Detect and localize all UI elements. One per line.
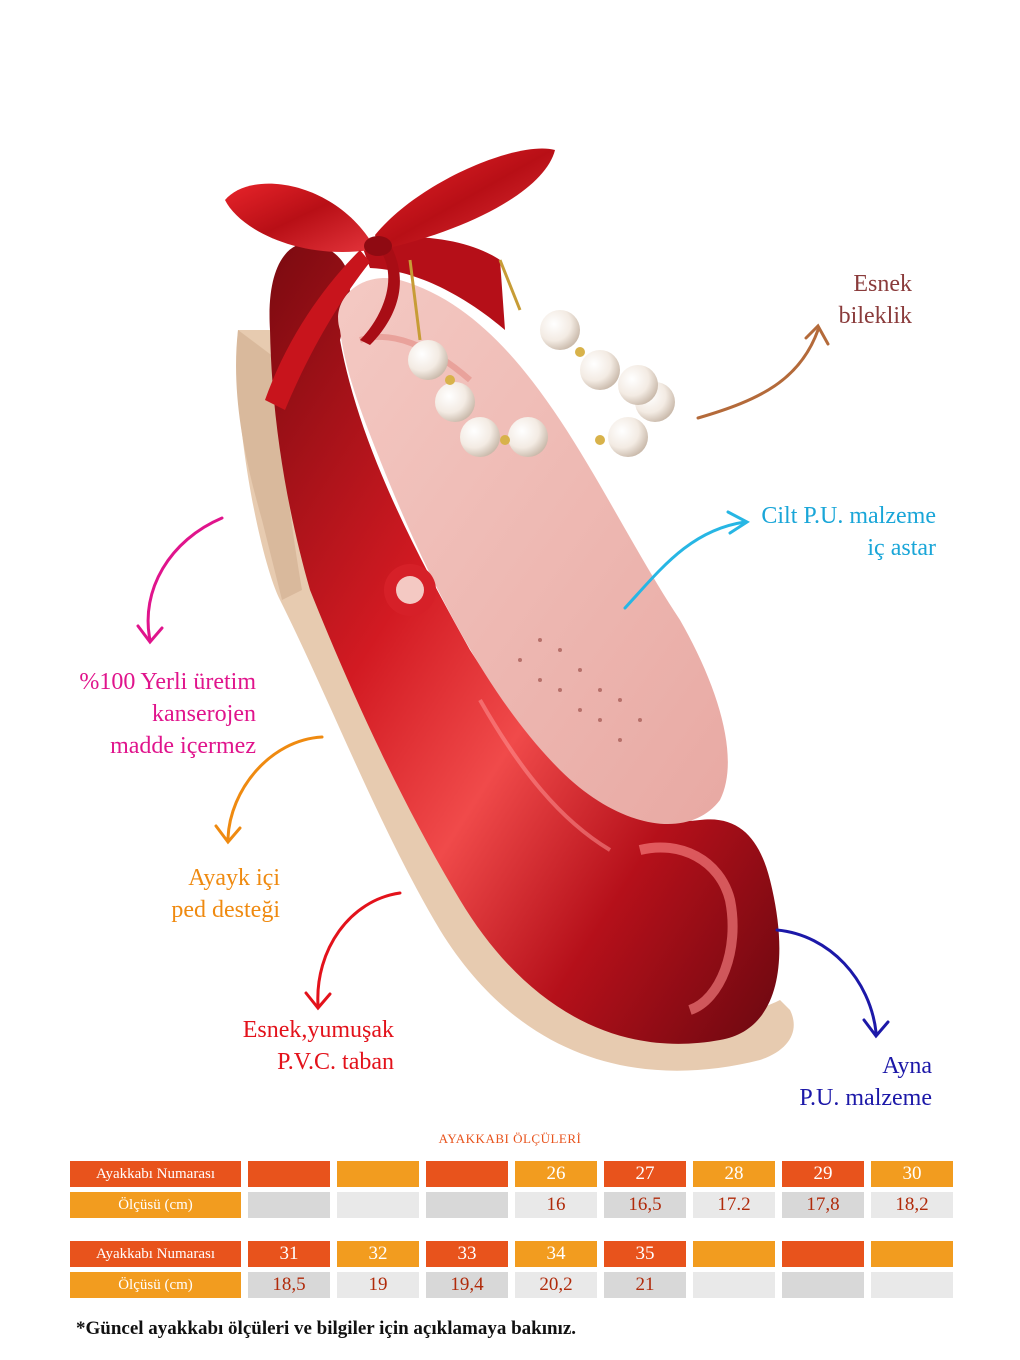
size-number-cell: 26 bbox=[515, 1161, 597, 1187]
size-number-cell: 29 bbox=[782, 1161, 864, 1187]
size-number-cell bbox=[248, 1161, 330, 1187]
callout-domestic: %100 Yerli üretim kanserojen madde içerm… bbox=[20, 666, 256, 762]
size-cm-cell bbox=[426, 1192, 508, 1218]
callout-sole: Esnek,yumuşak P.V.C. taban bbox=[180, 1014, 394, 1078]
arrow-mirror bbox=[775, 928, 878, 1034]
callout-sole-line1: Esnek,yumuşak bbox=[242, 1017, 394, 1043]
callout-insole: Ayayk içi ped desteği bbox=[100, 862, 280, 926]
size-cm-cell: 16 bbox=[515, 1192, 597, 1218]
size-number-cell bbox=[337, 1161, 419, 1187]
arrow-domestic bbox=[146, 516, 224, 642]
shoe-sole bbox=[237, 330, 794, 1071]
shoe-heel bbox=[236, 330, 302, 600]
callout-insole-line2: ped desteği bbox=[171, 897, 280, 923]
size-cm-cell bbox=[248, 1192, 330, 1218]
shoe-illustration bbox=[136, 148, 890, 1071]
size-number-cell: 30 bbox=[871, 1161, 953, 1187]
callout-bracelet-line1: Esnek bbox=[853, 271, 912, 297]
callout-domestic-line3: madde içermez bbox=[110, 733, 256, 759]
size-row-cm-2: Ölçüsü (cm) 18,5 19 19,4 20,2 21 bbox=[70, 1272, 953, 1298]
callout-lining-line2: iç astar bbox=[867, 535, 936, 561]
callout-lining: Cilt P.U. malzeme iç astar bbox=[720, 500, 936, 564]
arrow-lining bbox=[623, 520, 747, 610]
size-number-cell bbox=[426, 1161, 508, 1187]
size-number-cell: 33 bbox=[426, 1241, 508, 1267]
row-header-number: Ayakkabı Numarası bbox=[70, 1161, 241, 1187]
size-cm-cell: 19 bbox=[337, 1272, 419, 1298]
size-number-cell: 34 bbox=[515, 1241, 597, 1267]
size-number-cell bbox=[782, 1241, 864, 1267]
arrow-bracelet bbox=[696, 328, 820, 420]
callout-bracelet: Esnek bileklik bbox=[760, 268, 912, 332]
pearl-bracelet bbox=[408, 259, 675, 457]
row-header-size: Ölçüsü (cm) bbox=[70, 1192, 241, 1218]
size-cm-cell: 18,5 bbox=[248, 1272, 330, 1298]
size-cm-cell: 18,2 bbox=[871, 1192, 953, 1218]
size-cm-cell: 17.2 bbox=[693, 1192, 775, 1218]
callout-mirror: Ayna P.U. malzeme bbox=[760, 1050, 932, 1114]
size-cm-cell: 19,4 bbox=[426, 1272, 508, 1298]
callout-domestic-line1: %100 Yerli üretim bbox=[79, 669, 256, 695]
row-header-number: Ayakkabı Numarası bbox=[70, 1241, 241, 1267]
size-table-title: AYAKKABI ÖLÇÜLERİ bbox=[438, 1131, 582, 1146]
size-cm-cell: 20,2 bbox=[515, 1272, 597, 1298]
size-cm-cell: 16,5 bbox=[604, 1192, 686, 1218]
callout-mirror-line2: P.U. malzeme bbox=[799, 1085, 932, 1111]
size-number-cell: 32 bbox=[337, 1241, 419, 1267]
size-cm-cell: 21 bbox=[604, 1272, 686, 1298]
size-number-cell bbox=[871, 1241, 953, 1267]
callout-insole-line1: Ayayk içi bbox=[188, 865, 280, 891]
arrow-sole bbox=[316, 891, 402, 1007]
callout-bracelet-line2: bileklik bbox=[838, 303, 912, 329]
size-cm-cell bbox=[337, 1192, 419, 1218]
row-header-size: Ölçüsü (cm) bbox=[70, 1272, 241, 1298]
size-number-cell: 35 bbox=[604, 1241, 686, 1267]
size-number-cell bbox=[693, 1241, 775, 1267]
size-number-cell: 31 bbox=[248, 1241, 330, 1267]
ribbon-bow bbox=[225, 148, 555, 410]
callout-sole-line2: P.V.C. taban bbox=[277, 1049, 394, 1075]
size-cm-cell bbox=[693, 1272, 775, 1298]
footnote: *Güncel ayakkabı ölçüleri ve bilgiler iç… bbox=[76, 1318, 577, 1339]
size-row-numbers-1: Ayakkabı Numarası 26 27 28 29 30 bbox=[70, 1161, 953, 1187]
callout-lining-line1: Cilt P.U. malzeme bbox=[761, 503, 936, 529]
size-number-cell: 28 bbox=[693, 1161, 775, 1187]
size-row-numbers-2: Ayakkabı Numarası 31 32 33 34 35 bbox=[70, 1241, 953, 1267]
arrow-insole bbox=[226, 735, 324, 840]
callout-domestic-line2: kanserojen bbox=[152, 701, 256, 727]
shoe-lining bbox=[338, 278, 728, 825]
size-number-cell: 27 bbox=[604, 1161, 686, 1187]
size-cm-cell bbox=[871, 1272, 953, 1298]
size-row-cm-1: Ölçüsü (cm) 16 16,5 17.2 17,8 18,2 bbox=[70, 1192, 953, 1218]
size-cm-cell bbox=[782, 1272, 864, 1298]
callout-mirror-line1: Ayna bbox=[882, 1053, 932, 1079]
size-cm-cell: 17,8 bbox=[782, 1192, 864, 1218]
